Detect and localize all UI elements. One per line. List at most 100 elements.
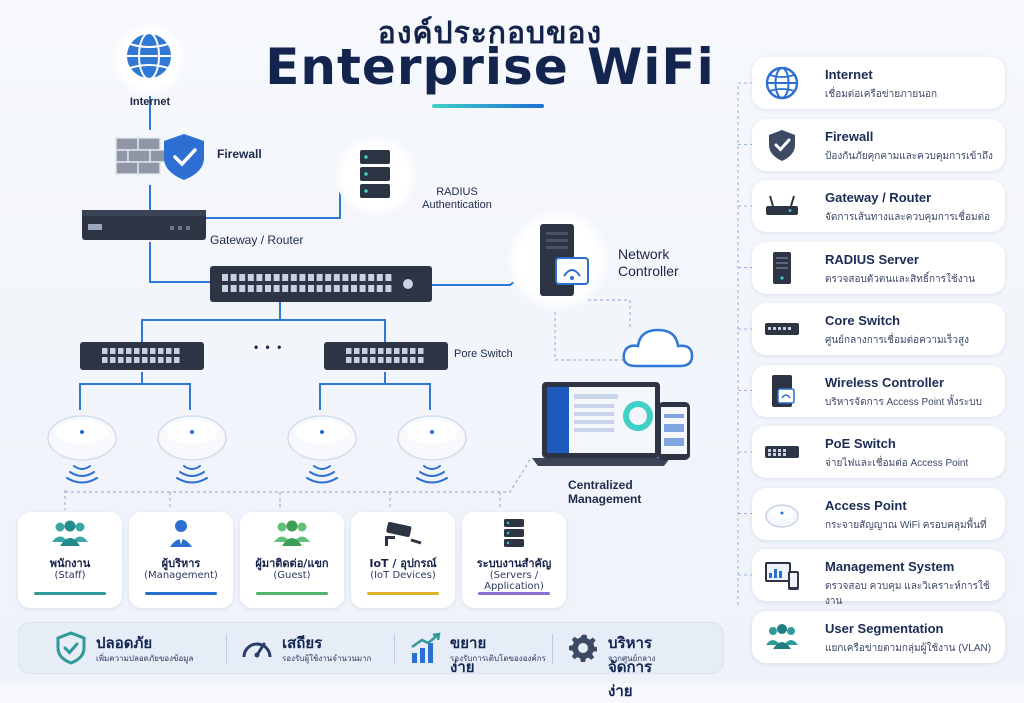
benefit-description: เพิ่มความปลอดภัยของข้อมูล	[96, 654, 194, 663]
benefit-title: เสถียร	[282, 634, 323, 652]
switch-ellipsis: • • •	[254, 340, 284, 354]
user-group-sub: (Management)	[144, 570, 218, 581]
benefit-description: จากศูนย์กลาง	[608, 654, 656, 663]
user-group-name: พนักงาน	[49, 557, 91, 570]
user-group-sub: (IoT Devices)	[370, 570, 436, 581]
controller-icon	[764, 373, 800, 409]
network-controller-label: Network Controller	[618, 246, 679, 279]
enterprise-wifi-infographic: องค์ประกอบของ Enterprise WiFi	[18, 16, 1005, 700]
access-point-icon	[764, 496, 800, 532]
benefit-divider	[552, 634, 553, 664]
poe-switch-icon	[764, 434, 800, 470]
component-card-gateway-router: Gateway / Router จัดการเส้นทางและควบคุมก…	[752, 180, 1005, 232]
component-title: Management System	[825, 559, 955, 574]
component-description: ตรวจสอบ ควบคุม และวิเคราะห์การใช้งาน	[825, 581, 990, 607]
benefit-title: บริหารจัดการง่าย	[608, 634, 653, 700]
firewall-device	[115, 134, 204, 180]
server-icon	[764, 250, 800, 286]
component-card-poe-switch: PoE Switch จ่ายไฟและเชื่อมต่อ Access Poi…	[752, 426, 1005, 478]
gateway-router-device	[82, 210, 206, 240]
server-stack-icon	[494, 518, 534, 548]
component-description: ศูนย์กลางการเชื่อมต่อความเร็วสูง	[825, 335, 969, 346]
component-title: Firewall	[825, 128, 874, 144]
component-description: จัดการเส้นทางและควบคุมการเชื่อมต่อ	[825, 212, 991, 223]
benefit-description: รองรับการเติบโตขององค์กร	[450, 654, 546, 663]
centralized-management-label: Centralized Management	[568, 478, 642, 506]
benefit-title: ปลอดภัย	[96, 634, 153, 652]
component-title: Internet	[825, 67, 873, 82]
internet-node	[112, 22, 186, 96]
poe-switch-left	[80, 342, 204, 370]
poe-switch-label: Pore Switch	[454, 348, 513, 360]
radius-label: RADIUS Authentication	[422, 186, 492, 211]
component-title: Access Point	[825, 497, 907, 513]
shield-check-icon	[164, 134, 204, 180]
guest-group-icon	[272, 518, 312, 548]
core-switch-device	[210, 266, 432, 302]
gauge-icon	[240, 631, 274, 665]
component-description: ตรวจสอบตัวตนและสิทธิ์การใช้งาน	[825, 273, 976, 285]
shield-check-icon	[764, 127, 800, 163]
benefit-divider	[394, 634, 395, 664]
user-group-sub: (Guest)	[273, 570, 311, 581]
component-card-firewall: Firewall ป้องกันภัยคุกคามและควบคุมการเข้…	[752, 118, 1005, 171]
access-point-icon	[286, 408, 358, 492]
globe-icon	[764, 65, 800, 101]
team-icon	[50, 518, 90, 548]
dashboard-icon	[764, 557, 800, 593]
benefits-bar: ปลอดภัย เพิ่มความปลอดภัยของข้อมูล เสถียร…	[18, 622, 724, 700]
title-english: Enterprise WiFi	[265, 38, 715, 96]
component-card-internet: Internet เชื่อมต่อเครือข่ายภายนอก	[752, 57, 1005, 109]
access-point-icon	[46, 408, 118, 492]
manager-icon	[161, 518, 201, 548]
user-group-name: ระบบงานสำคัญ	[476, 557, 552, 570]
component-card-radius-server: RADIUS Server ตรวจสอบตัวตนและสิทธิ์การใช…	[752, 241, 1005, 294]
user-group-accent	[256, 592, 328, 595]
user-group-accent	[145, 592, 217, 595]
user-group-card: ระบบงานสำคัญ (Servers / Application)	[462, 512, 566, 608]
user-group-sub: (Servers / Application)	[484, 570, 544, 592]
benefit-title: ขยายง่าย	[450, 634, 487, 676]
benefit-description: รองรับผู้ใช้งานจำนวนมาก	[282, 654, 372, 663]
user-group-card: ผู้บริหาร (Management)	[129, 512, 233, 608]
component-title: RADIUS Server	[825, 251, 919, 267]
router-icon	[764, 188, 800, 224]
component-title: Wireless Controller	[825, 374, 945, 390]
component-card-wireless-controller: Wireless Controller บริหารจัดการ Access …	[752, 364, 1005, 417]
user-group-name: IoT / อุปกรณ์	[369, 557, 437, 570]
access-point-icon	[156, 408, 228, 492]
user-group-accent	[478, 592, 550, 595]
access-point-icon	[396, 408, 468, 492]
component-card-core-switch: Core Switch ศูนย์กลางการเชื่อมต่อความเร็…	[752, 303, 1005, 355]
user-group-accent	[34, 592, 106, 595]
user-group-icon	[764, 619, 800, 655]
component-description: แยกเครือข่ายตามกลุ่มผู้ใช้งาน (VLAN)	[825, 642, 992, 654]
globe-icon	[125, 32, 173, 80]
component-title: User Segmentation	[825, 620, 944, 636]
component-card-user-segmentation: User Segmentation แยกเครือข่ายตามกลุ่มผู…	[752, 610, 1005, 663]
component-description: บริหารจัดการ Access Point ทั้งระบบ	[825, 396, 982, 408]
user-group-name: ผู้มาติดต่อ/แขก	[255, 557, 329, 570]
user-group-accent	[367, 592, 439, 595]
component-list-guide	[737, 82, 752, 606]
user-group-card: ผู้มาติดต่อ/แขก (Guest)	[240, 512, 344, 608]
user-group-card: พนักงาน (Staff)	[18, 512, 122, 608]
gateway-label: Gateway / Router	[210, 233, 304, 247]
benefit-divider	[226, 634, 227, 664]
internet-label: Internet	[129, 96, 171, 108]
gear-icon	[566, 631, 600, 665]
poe-switch-right	[324, 342, 448, 370]
server-icon	[360, 150, 390, 198]
growth-chart-icon	[408, 631, 442, 665]
title-underline	[432, 104, 544, 108]
component-title: Core Switch	[825, 313, 901, 328]
component-description: จ่ายไฟและเชื่อมต่อ Access Point	[825, 458, 969, 469]
user-group-card: IoT / อุปกรณ์ (IoT Devices)	[351, 512, 455, 608]
component-title: Gateway / Router	[825, 190, 932, 205]
component-card-management-system: Management System ตรวจสอบ ควบคุม และวิเค…	[752, 549, 1005, 607]
cctv-camera-icon	[383, 518, 423, 548]
switch-icon	[764, 311, 800, 347]
radius-node	[336, 136, 416, 216]
component-description: ป้องกันภัยคุกคามและควบคุมการเข้าถึง	[825, 150, 993, 162]
component-description: เชื่อมต่อเครือข่ายภายนอก	[825, 89, 938, 100]
